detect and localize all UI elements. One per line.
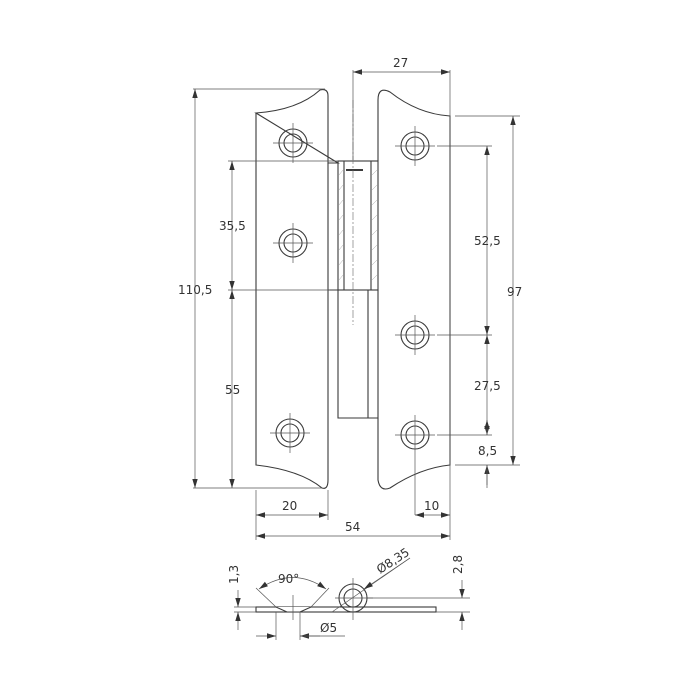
dim-97: 97 (507, 285, 522, 299)
right-leaf (377, 89, 451, 490)
hole-left-3 (270, 413, 310, 453)
dim-10: 10 (424, 499, 439, 513)
dimension-labels: 110,5 35,5 55 27 97 52,5 27,5 8,5 20 10 … (178, 56, 522, 534)
hole-left-2 (273, 223, 313, 263)
dim-20: 20 (282, 499, 297, 513)
dim-90-deg: 90° (278, 572, 299, 586)
hole-left-1 (273, 123, 313, 163)
dim-27-5: 27,5 (474, 379, 501, 393)
hole-right-1 (395, 126, 435, 166)
side-view: 90° Ø8,35 Ø5 1,3 2,8 (227, 545, 470, 640)
screw-holes (270, 123, 435, 515)
knuckle-pin (337, 100, 379, 419)
dim-110-5: 110,5 (178, 283, 212, 297)
dim-55: 55 (225, 383, 240, 397)
dim-52-5: 52,5 (474, 234, 501, 248)
dim-54: 54 (345, 520, 360, 534)
dimension-lines (192, 69, 520, 540)
dim-8-5: 8,5 (478, 444, 497, 458)
hole-right-3 (395, 415, 435, 515)
dim-thickness: 1,3 (227, 565, 241, 584)
dim-hole-diameter: Ø5 (320, 621, 337, 635)
dim-35-5: 35,5 (219, 219, 246, 233)
left-leaf (254, 89, 340, 489)
dim-27: 27 (393, 56, 408, 70)
dim-total-height: 2,8 (451, 555, 465, 574)
hole-right-2 (395, 315, 435, 355)
